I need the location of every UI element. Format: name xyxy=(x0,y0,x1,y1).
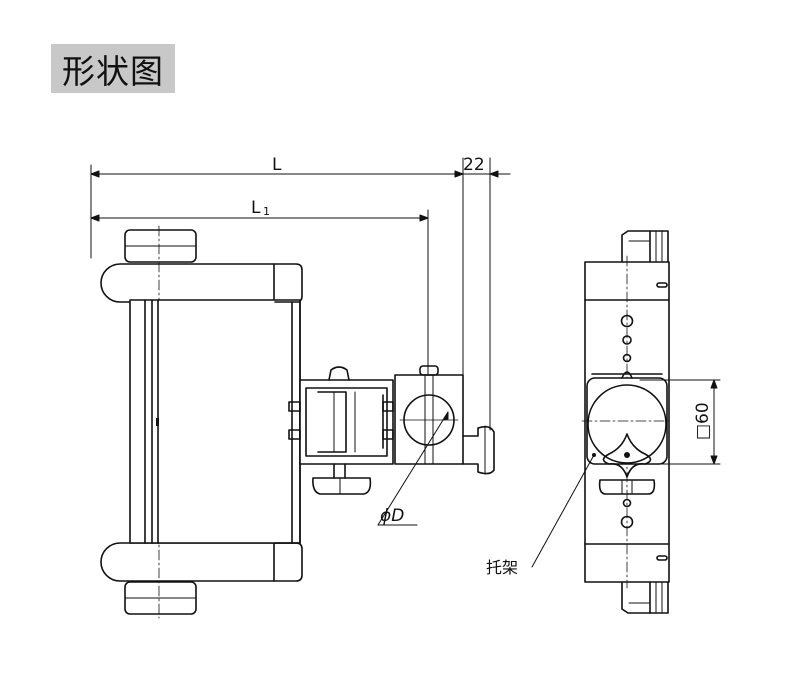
label-L1-subscript: 1 xyxy=(263,205,270,218)
label-22: 22 xyxy=(463,155,485,175)
dimension-L1 xyxy=(90,209,429,376)
dimension-22 xyxy=(462,157,511,431)
side-view xyxy=(100,225,495,619)
label-phiD: ϕD xyxy=(380,506,404,526)
label-60: □60 xyxy=(693,402,713,440)
dimension-60 xyxy=(639,379,721,465)
title-box: 形状图 xyxy=(51,44,175,93)
label-bracket: 托架 xyxy=(486,558,518,577)
leader-phiD xyxy=(377,411,449,526)
dimension-L xyxy=(90,164,464,259)
page-title: 形状图 xyxy=(62,51,164,91)
label-L1: L xyxy=(251,198,261,218)
leader-bracket xyxy=(531,453,596,568)
label-L: L xyxy=(272,155,282,175)
front-view xyxy=(581,230,673,614)
